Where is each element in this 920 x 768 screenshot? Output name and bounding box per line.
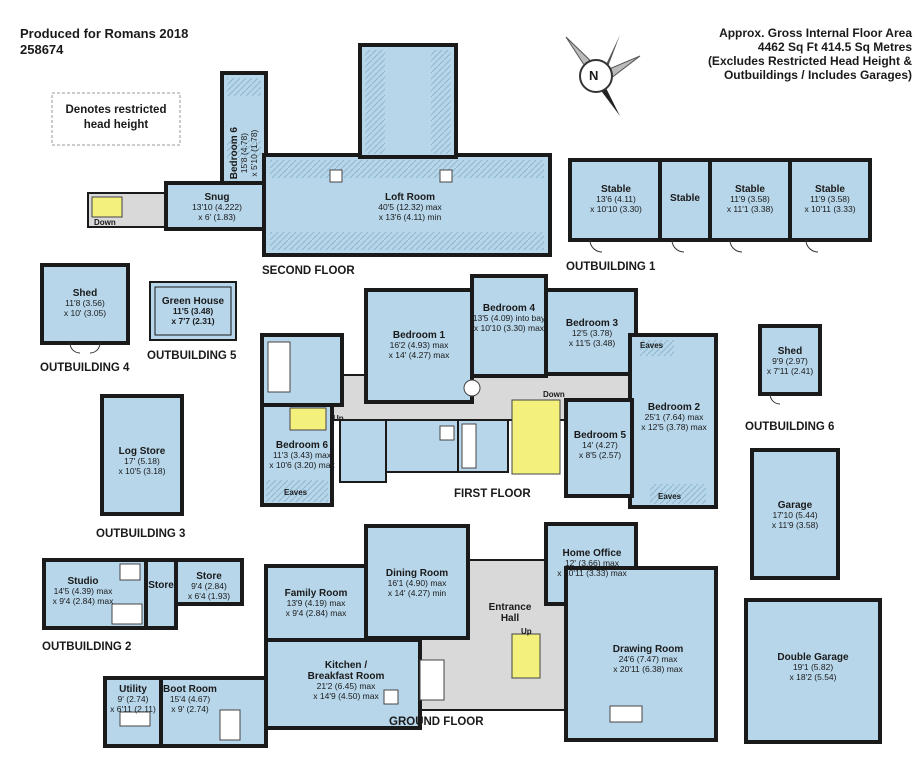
bedroom-3-label: Bedroom 3 12'5 (3.78) x 11'5 (3.48) — [565, 318, 619, 348]
home-office-label: Home Office 12' (3.66) max x 10'11 (3.33… — [557, 548, 627, 578]
greenhouse-outbuilding-5 — [149, 281, 237, 341]
legend-box — [51, 92, 181, 146]
down-label-first: Down — [543, 390, 565, 399]
family-room-label: Family Room 13'9 (4.19) max x 9'4 (2.84)… — [284, 588, 348, 618]
shed-6-label: Shed 9'9 (2.97) x 7'11 (2.41) — [766, 346, 814, 376]
drawing-room-label: Drawing Room 24'6 (7.47) max x 20'11 (6.… — [612, 644, 684, 674]
double-garage-label: Double Garage 19'1 (5.82) x 18'2 (5.54) — [777, 652, 849, 682]
legend-line-1: Denotes restricted — [65, 104, 167, 116]
snug-label: Snug 13'10 (4.222) x 6' (1.83) — [192, 192, 242, 222]
ground-floor — [103, 522, 718, 748]
loft-room-label: Loft Room 40'5 (12.32) max x 13'6 (4.11)… — [378, 192, 442, 222]
double-garage — [744, 598, 882, 744]
stable-3-label: Stable 11'9 (3.58) x 11'1 (3.38) — [726, 184, 774, 214]
bedroom-2-label: Bedroom 2 25'1 (7.64) max x 12'5 (3.78) … — [641, 402, 707, 432]
area-line-4: Outbuildings / Includes Garages) — [723, 68, 912, 82]
second-floor-label: SECOND FLOOR — [262, 265, 355, 277]
second-floor — [87, 43, 552, 257]
ground-floor-label: GROUND FLOOR — [389, 716, 484, 728]
area-line-3: (Excludes Restricted Head Height & — [707, 54, 912, 68]
bedroom-5-label: Bedroom 5 14' (4.27) x 8'5 (2.57) — [573, 430, 627, 460]
stable-4-label: Stable 11'9 (3.58) x 10'11 (3.33) — [804, 184, 856, 214]
bedroom-4-label: Bedroom 4 13'5 (4.09) into bay x 10'10 (… — [472, 303, 546, 333]
studio-label: Studio 14'5 (4.39) max x 9'4 (2.84) max — [52, 576, 114, 606]
stable-2-label: Stable — [669, 193, 700, 204]
outbuilding-1-label: OUTBUILDING 1 — [566, 261, 656, 273]
first-floor-label: FIRST FLOOR — [454, 488, 531, 500]
first-floor — [260, 274, 718, 509]
compass-north-letter: N — [589, 68, 599, 83]
bedroom-6-second-label: Bedroom 6 15'8 (4.78) x 5'10 (1.78) — [228, 127, 259, 180]
store-1-label: Store — [148, 580, 174, 591]
up-label-ground: Up — [521, 627, 532, 636]
up-label-first: Up — [333, 414, 344, 423]
outbuilding-6-label: OUTBUILDING 6 — [745, 421, 835, 433]
down-label-second: Down — [94, 218, 116, 227]
eaves-label-3: Eaves — [284, 488, 308, 497]
entrance-hall-label: Entrance Hall — [488, 602, 532, 625]
greenhouse-label: Green House 11'5 (3.48) x 7'7 (2.31) — [161, 296, 225, 326]
dining-room-label: Dining Room 16'1 (4.90) max x 14' (4.27)… — [385, 568, 449, 598]
outbuilding-5-label: OUTBUILDING 5 — [147, 350, 237, 362]
boot-room-label: Boot Room 15'4 (4.67) x 9' (2.74) — [163, 684, 217, 714]
log-store-label: Log Store 17' (5.18) x 10'5 (3.18) — [118, 446, 166, 476]
shed-outbuilding-4 — [40, 263, 130, 345]
bedroom-6-first-label: Bedroom 6 11'3 (3.43) max x 10'6 (3.20) … — [269, 440, 335, 470]
outbuilding-2-label: OUTBUILDING 2 — [42, 641, 132, 653]
area-line-2: 4462 Sq Ft 414.5 Sq Metres — [757, 40, 912, 54]
shed-outbuilding-6 — [758, 324, 822, 396]
kitchen-breakfast-label: Kitchen / Breakfast Room 21'2 (6.45) max… — [307, 660, 385, 701]
store-2-label: Store 9'4 (2.84) x 6'4 (1.93) — [187, 571, 231, 601]
shed-4-label: Shed 11'8 (3.56) x 10' (3.05) — [63, 288, 107, 318]
stable-1-label: Stable 13'6 (4.11) x 10'10 (3.30) — [590, 184, 642, 214]
garage — [750, 448, 840, 580]
legend-line-2: head height — [83, 119, 149, 131]
area-line-1: Approx. Gross Internal Floor Area — [719, 26, 912, 40]
compass-icon — [565, 35, 641, 116]
produced-for-text: Produced for Romans 2018 — [20, 26, 189, 41]
garage-label: Garage 17'10 (5.44) x 11'9 (3.58) — [771, 500, 819, 530]
logstore-outbuilding-3 — [100, 394, 184, 516]
utility-label: Utility 9' (2.74) x 6'11 (2.11) — [110, 684, 156, 714]
outbuilding-4-label: OUTBUILDING 4 — [40, 362, 130, 374]
eaves-label-1: Eaves — [640, 341, 664, 350]
outbuilding-1 — [568, 158, 872, 253]
eaves-label-2: Eaves — [658, 492, 682, 501]
outbuilding-3-label: OUTBUILDING 3 — [96, 528, 186, 540]
bedroom-1-label: Bedroom 1 16'2 (4.93) max x 14' (4.27) m… — [388, 330, 450, 360]
outbuilding-2 — [42, 558, 244, 630]
reference-number: 258674 — [20, 42, 64, 57]
